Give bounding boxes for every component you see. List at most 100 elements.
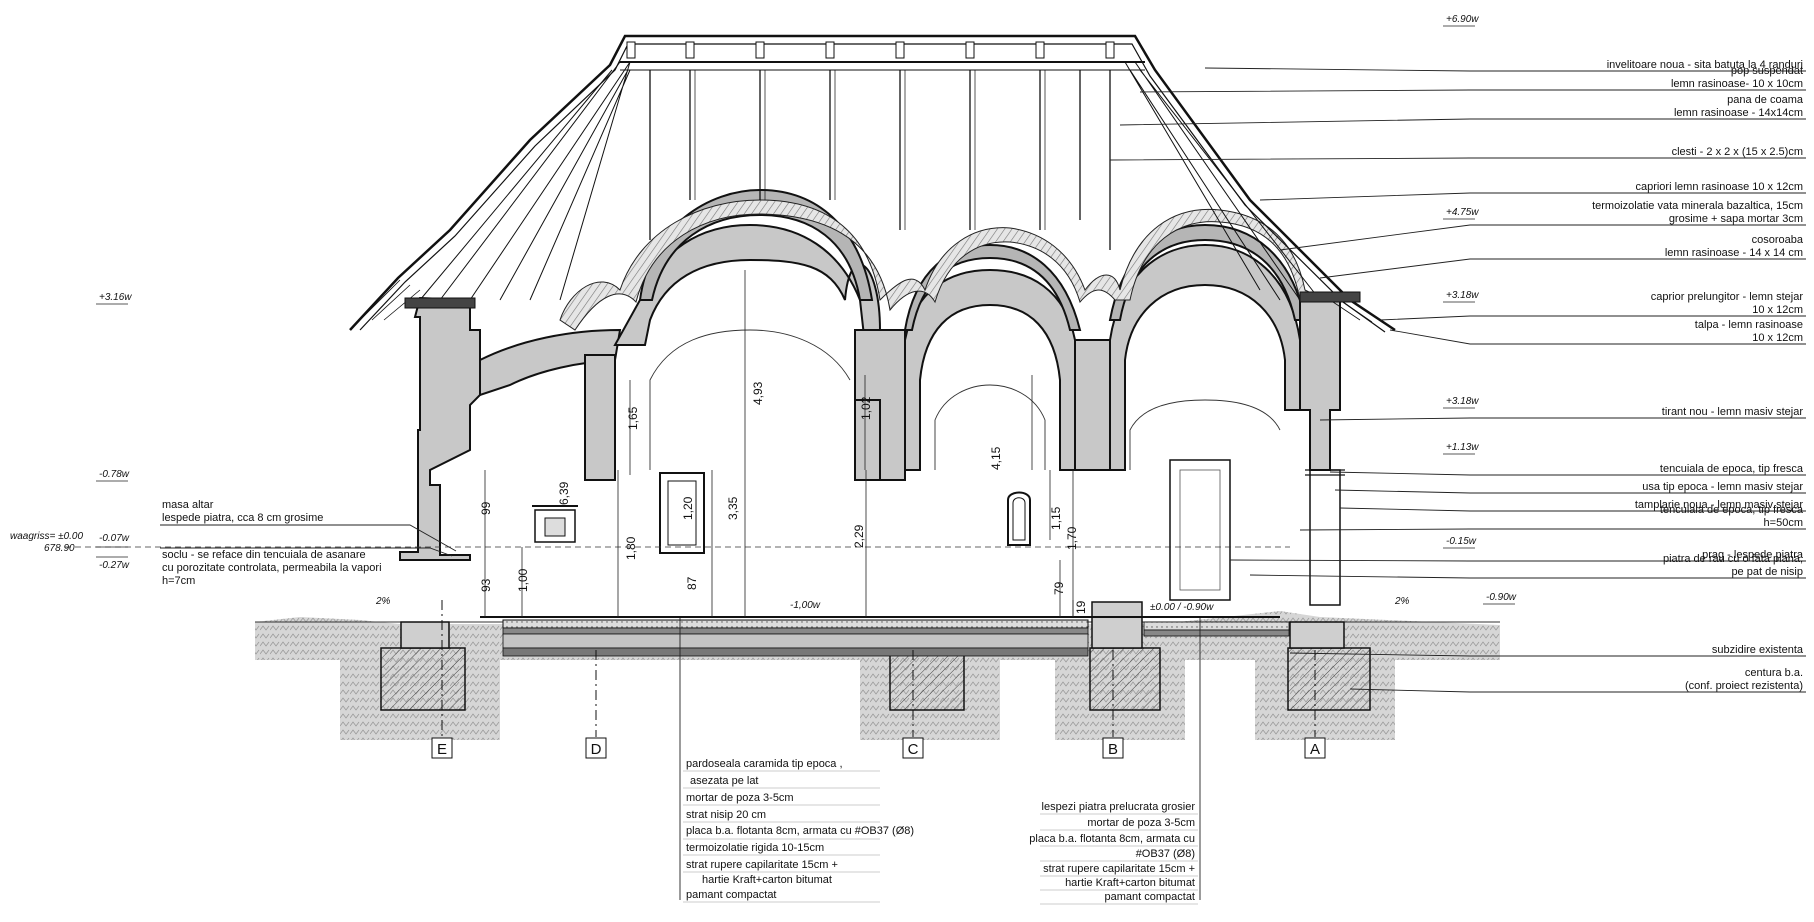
note-line: lespezi piatra prelucrata grosier: [1042, 801, 1196, 813]
material-label: tamplarie noua - lemn masiv stejar: [1339, 499, 1806, 512]
material-label: usa tip epoca - lemn masiv stejar: [1334, 481, 1806, 494]
note-line: #OB37 (Ø8): [1136, 848, 1195, 860]
dim-label: 19: [1074, 600, 1088, 614]
note-line: strat nisip 20 cm: [686, 809, 766, 821]
material-label-line: caprior prelungitor - lemn stejar: [1651, 291, 1804, 303]
leader-line: [1289, 652, 1806, 657]
dim-label: 1,65: [626, 406, 640, 430]
material-label-line: pe pat de nisip: [1731, 566, 1803, 578]
material-label-line: subzidire existenta: [1712, 644, 1804, 656]
level-marker: +3.18w: [1446, 396, 1479, 407]
material-label: piatra de rau cu o fata plana,pe pat de …: [1249, 553, 1806, 579]
note-line: termoizolatie rigida 10-15cm: [686, 842, 824, 854]
leader-line: [1379, 315, 1806, 321]
masonry-section: [399, 188, 1341, 561]
note-line: strat rupere capilaritate 15cm +: [1043, 863, 1195, 875]
material-label-line: usa tip epoca - lemn masiv stejar: [1642, 481, 1803, 493]
level-marker: +1.13w: [1446, 442, 1479, 453]
material-label: centura b.a.(conf. proiect rezistenta): [1349, 667, 1806, 693]
level-marker: -0.27w: [99, 560, 130, 571]
material-label: clesti - 2 x 2 x (15 x 2.5)cm: [1109, 146, 1806, 161]
slope-label: 2%: [1394, 596, 1410, 607]
material-label-line: 10 x 12cm: [1752, 304, 1803, 316]
dim-label: 1,00: [516, 568, 530, 592]
level-marker: -0.07w: [99, 533, 130, 544]
leader-line: [1259, 192, 1806, 201]
dim-label: 1,80: [624, 536, 638, 560]
leader-line: [1109, 157, 1806, 161]
left-levels: +3.16w -0.78w -0.07w -0.27w waagriss= ±0…: [10, 292, 132, 571]
leader-line: [1249, 574, 1806, 579]
leader-line: [1329, 471, 1806, 476]
note-line: mortar de poza 3-5cm: [686, 792, 794, 804]
dim-label: 99: [479, 501, 493, 515]
material-label-line: grosime + sapa mortar 3cm: [1669, 213, 1803, 225]
note-line: hartie Kraft+carton bitumat: [1065, 877, 1195, 889]
note-line: pamant compactat: [1105, 891, 1196, 903]
right-labels: invelitoare noua - sita batuta la 4 rand…: [1109, 59, 1806, 693]
material-label-line: talpa - lemn rasinoase: [1695, 319, 1803, 331]
leader-line: [1319, 258, 1806, 279]
datum-label: waagriss= ±0.00: [10, 531, 83, 542]
leader-line: [1319, 417, 1806, 421]
leader-line: [1339, 507, 1806, 512]
material-label: prag - lespede piatra: [1229, 549, 1806, 562]
level-marker: +4.75w: [1446, 207, 1479, 218]
axis-label: B: [1108, 741, 1118, 758]
leader-line: [1334, 489, 1806, 494]
floor-notes-1: pardoseala caramida tip epoca , asezata …: [679, 618, 914, 903]
material-label-line: lemn rasinoase - 14 x 14 cm: [1665, 247, 1803, 259]
entry-level-label: ±0.00 / -0.90w: [1150, 602, 1214, 613]
material-label-line: lemn rasinoase - 14x14cm: [1674, 107, 1803, 119]
leader-line: [1299, 528, 1806, 531]
leader-line: [1229, 559, 1806, 562]
floor-notes-2: lespezi piatra prelucrata grosier mortar…: [1029, 618, 1201, 905]
dim-label: 1,20: [681, 496, 695, 520]
material-label-line: centura b.a.: [1745, 667, 1803, 679]
leader-line: [1279, 224, 1806, 251]
dim-label: 1,70: [1065, 526, 1079, 550]
material-label-line: tencuiala de epoca, tip fresca: [1660, 504, 1804, 516]
note-line: hartie Kraft+carton bitumat: [702, 874, 832, 886]
left-notes: masa altar lespede piatra, cca 8 cm gros…: [160, 499, 457, 587]
dim-label: 1,02: [859, 396, 873, 420]
level-marker: -0.90w: [1486, 592, 1517, 603]
material-label-line: invelitoare noua - sita batuta la 4 rand…: [1607, 59, 1803, 71]
material-label-line: termoizolatie vata minerala bazaltica, 1…: [1592, 200, 1803, 212]
leader-line: [1204, 67, 1806, 72]
level-marker: +3.18w: [1446, 290, 1479, 301]
material-label-line: pana de coama: [1727, 94, 1804, 106]
material-label-line: clesti - 2 x 2 x (15 x 2.5)cm: [1672, 146, 1803, 158]
level-marker: -0.15w: [1446, 536, 1477, 547]
dim-label: 4,93: [751, 381, 765, 405]
note-line: pardoseala caramida tip epoca ,: [686, 758, 843, 770]
material-label-line: tamplarie noua - lemn masiv stejar: [1635, 499, 1803, 511]
leader-line: [1389, 329, 1806, 345]
floor-level-label: -1,00w: [790, 600, 821, 611]
note-line: placa b.a. flotanta 8cm, armata cu: [1029, 833, 1195, 845]
leader-line: [1349, 688, 1806, 693]
material-label-line: capriori lemn rasinoase 10 x 12cm: [1635, 181, 1803, 193]
material-label: invelitoare noua - sita batuta la 4 rand…: [1204, 59, 1806, 72]
right-levels: +6.90w +4.75w +3.18w +3.18w +1.13w -0.15…: [1443, 14, 1517, 605]
material-label-line: tencuiala de epoca, tip fresca: [1660, 463, 1804, 475]
dim-label: 2,29: [852, 524, 866, 548]
axis-labels: E D C B A: [437, 741, 1320, 758]
material-label: tirant nou - lemn masiv stejar: [1319, 406, 1806, 421]
material-label-line: tirant nou - lemn masiv stejar: [1662, 406, 1804, 418]
material-label: capriori lemn rasinoase 10 x 12cm: [1259, 181, 1806, 201]
note-line: soclu - se reface din tencuiala de asana…: [162, 549, 366, 561]
slope-label: 2%: [375, 596, 391, 607]
dimension-values: 1,65 4,93 1,02 4,15 3,35 1,20 2,29 1,15 …: [375, 381, 1410, 614]
note-line: mortar de poza 3-5cm: [1087, 817, 1195, 829]
datum-value: 678.90: [44, 543, 75, 554]
material-label-line: cosoroaba: [1752, 234, 1804, 246]
